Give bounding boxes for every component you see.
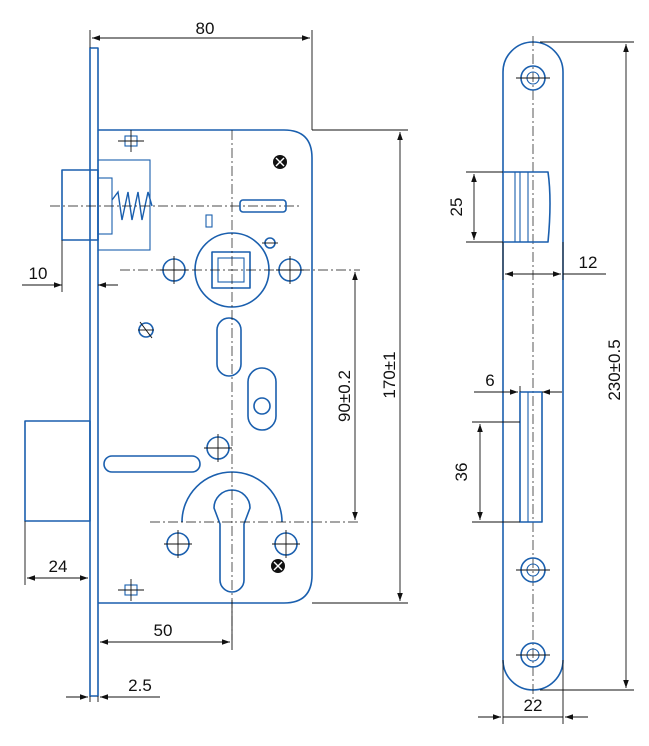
dim-faceplate-to-bolt-label: 10 [29, 264, 48, 283]
follower-hub [120, 232, 360, 308]
dim-lock-height: 170±1 [312, 129, 408, 604]
bolt-opening [503, 171, 551, 243]
lock-side-view: 80 10 24 50 2.5 [22, 19, 408, 702]
dim-faceplate-length-label: 230±0.5 [605, 339, 624, 400]
deadbolt [50, 159, 300, 251]
cylinder-profile [150, 471, 360, 593]
dim-bolt-depth: 12 [502, 242, 606, 280]
dim-cylinder-offset: 24 [24, 521, 88, 585]
dim-faceplate-length: 230±0.5 [540, 41, 634, 691]
dim-backset-label: 50 [154, 621, 173, 640]
dim-latch-projection-label: 6 [485, 371, 494, 390]
faceplate-hole-mid [516, 557, 550, 583]
dim-lock-depth-label: 80 [196, 19, 215, 38]
screw-top [273, 155, 287, 169]
dim-bolt-width: 25 [447, 171, 503, 243]
dim-bolt-width-label: 25 [447, 198, 466, 217]
faceplate-hole-top [516, 65, 550, 91]
dim-backset: 50 [100, 600, 233, 650]
faceplate-front-view: 25 12 6 36 230±0.5 [447, 36, 634, 724]
slot-vertical [216, 317, 242, 377]
dim-faceplate-thickness: 2.5 [66, 676, 160, 702]
dim-bolt-depth-label: 12 [579, 253, 598, 272]
dim-latch-height-label: 36 [452, 463, 471, 482]
mounting-hole-top [118, 130, 144, 152]
dim-latch-projection: 6 [474, 371, 562, 395]
faceplate-hole-bottom [516, 642, 550, 668]
dim-faceplate-width: 22 [478, 660, 588, 724]
dim-faceplate-to-bolt: 10 [22, 240, 118, 292]
dim-faceplate-width-label: 22 [524, 696, 543, 715]
latch-opening [519, 391, 543, 523]
dim-faceplate-thickness-label: 2.5 [128, 676, 152, 695]
slot-horizontal [103, 455, 201, 473]
latch-bolt [24, 420, 91, 522]
dim-cylinder-offset-label: 24 [49, 557, 68, 576]
dim-latch-height: 36 [452, 421, 520, 523]
lock-case [98, 129, 313, 604]
faceplate [89, 47, 99, 697]
dim-lock-height-label: 170±1 [380, 351, 399, 398]
screw-bottom [271, 559, 285, 573]
dim-lock-depth: 80 [89, 19, 313, 130]
dim-center-distance: 90±0.2 [335, 272, 358, 520]
slot-inclined [247, 367, 277, 431]
mounting-hole-bottom [118, 579, 144, 601]
dim-center-distance-label: 90±0.2 [335, 370, 354, 422]
